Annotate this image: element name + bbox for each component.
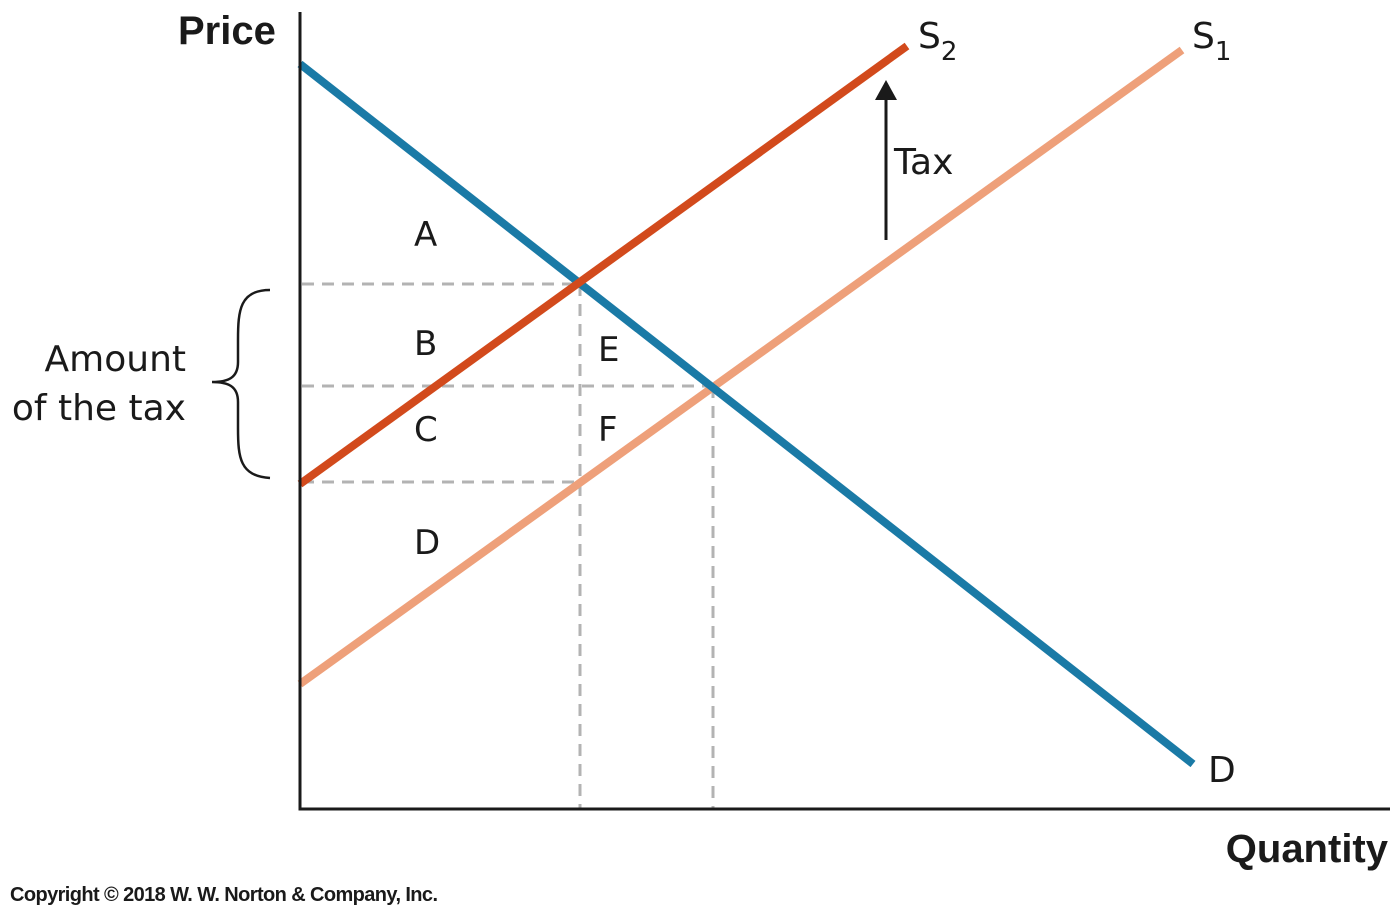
copyright-notice: Copyright © 2018 W. W. Norton & Company,…	[10, 884, 438, 906]
region-f-label: F	[598, 410, 618, 450]
tax-arrow-label: Tax	[893, 142, 953, 183]
s1-label-main: S	[1192, 16, 1215, 57]
brace-label-line2: of the tax	[12, 388, 186, 429]
demand-curve	[297, 60, 1196, 768]
s2-label: S2	[918, 16, 957, 67]
guide-lines	[302, 282, 715, 808]
curly-brace-icon	[211, 288, 271, 480]
tax-arrow-head	[875, 80, 897, 100]
region-d-label: D	[414, 523, 440, 563]
brace-label-line1: Amount	[45, 339, 186, 380]
axes	[298, 12, 1390, 811]
s2-label-sub: 2	[941, 37, 958, 67]
region-b-label: B	[414, 324, 437, 364]
region-e-label: E	[598, 330, 619, 370]
tax-arrow	[875, 80, 897, 240]
s1-label-sub: 1	[1215, 37, 1232, 67]
region-c-label: C	[414, 410, 438, 450]
s1-label: S1	[1192, 16, 1231, 67]
supply-curve-s2	[297, 42, 910, 488]
region-a-label: A	[414, 215, 437, 255]
y-axis-title: Price	[178, 9, 276, 53]
x-axis-title: Quantity	[1226, 827, 1389, 871]
demand-label: D	[1208, 750, 1236, 791]
supply-curve-s1	[297, 46, 1185, 688]
s2-label-main: S	[918, 16, 941, 57]
